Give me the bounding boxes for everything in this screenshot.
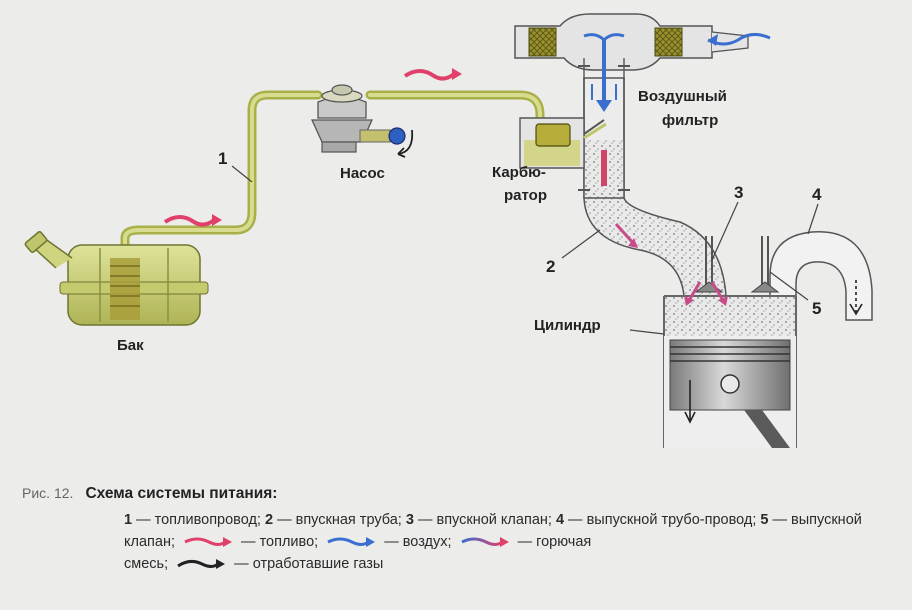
- fuel-tank: [24, 231, 209, 326]
- label-pump: Насос: [340, 165, 385, 182]
- label-cylinder: Цилиндр: [534, 317, 601, 334]
- legend-num-1: 1: [124, 512, 133, 528]
- exhaust-valve: [750, 236, 780, 293]
- legend-text-1: — топливопровод;: [132, 512, 265, 528]
- legend-mixture-2: смесь;: [124, 556, 173, 572]
- legend-text-2: — впускная труба;: [273, 512, 406, 528]
- number-3: 3: [734, 183, 743, 202]
- fuel-pump: [310, 84, 414, 158]
- legend-text-4: — выпускной трубо-провод;: [564, 512, 761, 528]
- fuel-system-diagram: Бак Насос Карбю- ратор Воздушный фильтр …: [24, 13, 873, 448]
- label-filter-1: Воздушный: [638, 88, 727, 105]
- air-filter: [514, 13, 749, 80]
- air-arrow-icon: [583, 33, 771, 112]
- legend-text-5: — выпускной клапан;: [124, 512, 862, 550]
- figure-title: Схема системы питания:: [85, 485, 278, 502]
- mixture-arrow-icon: [614, 222, 728, 306]
- legend-air: — воздух;: [380, 534, 456, 550]
- legend-num-2: 2: [264, 512, 274, 528]
- legend-exhaust: — отработавшие газы: [230, 556, 384, 572]
- label-carb-2: ратор: [504, 187, 547, 204]
- exhaust-pipe: [769, 231, 873, 321]
- number-5: 5: [812, 299, 821, 318]
- fuel-arrow-icon: [184, 537, 233, 548]
- figure-caption: Рис. 12. Схема системы питания: 1 — топл…: [22, 482, 892, 575]
- legend-num-4: 4: [555, 512, 565, 528]
- intake-pipe: [583, 197, 727, 297]
- legend-num-5: 5: [760, 512, 769, 528]
- legend-fuel: — топливо;: [237, 534, 323, 550]
- mixture-arrow-icon: [460, 537, 509, 548]
- label-tank: Бак: [117, 337, 144, 354]
- legend-text-3: — впускной клапан;: [413, 512, 556, 528]
- legend-mixture-1: — горючая: [513, 534, 592, 550]
- legend: 1 — топливопровод; 2 — впускная труба; 3…: [124, 509, 884, 575]
- leader-lines: [231, 165, 819, 335]
- number-2: 2: [546, 257, 555, 276]
- number-1: 1: [218, 149, 227, 168]
- fuel-arrow-icon: [163, 68, 462, 227]
- label-filter-2: фильтр: [662, 112, 718, 129]
- cylinder: [663, 295, 797, 448]
- label-carb-1: Карбю-: [492, 164, 546, 181]
- number-4: 4: [812, 185, 822, 204]
- legend-num-3: 3: [405, 512, 414, 528]
- exhaust-arrow-icon: [177, 559, 226, 570]
- figure-number: Рис. 12.: [22, 485, 74, 501]
- air-arrow-icon: [327, 537, 376, 548]
